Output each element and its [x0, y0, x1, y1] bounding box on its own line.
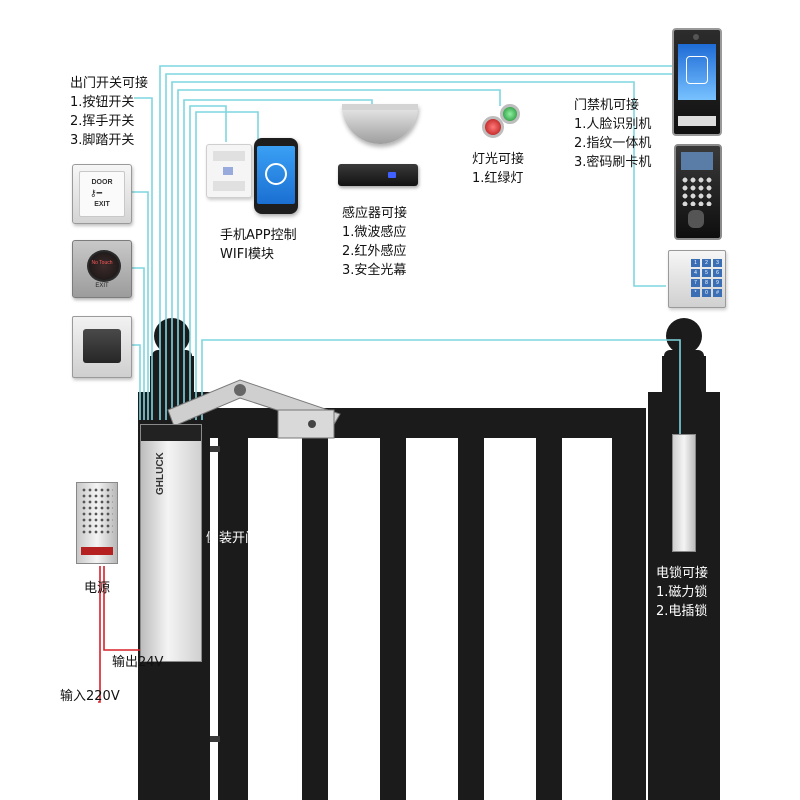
fingerprint-terminal [674, 144, 722, 240]
light-item: 1.红绿灯 [472, 171, 524, 186]
wifi-line: WIFI模块 [220, 247, 274, 262]
gate-right-stile [612, 408, 646, 800]
gate-bar [458, 438, 484, 800]
exit-switch-item: 2.挥手开关 [70, 114, 135, 129]
keypad-key: 0 [702, 289, 711, 297]
light-heading: 灯光可接 [472, 152, 525, 167]
smartphone-app [254, 138, 298, 214]
exit-switch-label: 出门开关可接 1.按钮开关 2.挥手开关 3.脚踏开关 [70, 74, 148, 150]
red-light-icon [482, 116, 504, 138]
wifi-line: 手机APP控制 [220, 228, 297, 243]
wifi-module-label: 手机APP控制 WIFI模块 [220, 226, 297, 264]
keypad-key: * [691, 289, 700, 297]
keypad-key: 9 [713, 279, 722, 287]
power-label: 电源 [84, 581, 111, 596]
keypad-key: 7 [691, 279, 700, 287]
fingerprint-icon [688, 210, 704, 228]
side-mount-gate-opener: GHLUCK [140, 424, 202, 662]
gate-bar [302, 438, 328, 800]
touch-pad-switch [72, 316, 132, 378]
camera-icon [693, 34, 699, 40]
gate-top-rail [210, 408, 646, 438]
keypad-key: 6 [713, 269, 722, 277]
door-exit-button: DOOR ⚷━ EXIT [72, 164, 132, 224]
face-recognition-terminal [672, 28, 722, 136]
sensor-label: 感应器可接 1.微波感应 2.红外感应 3.安全光幕 [342, 204, 407, 280]
sensor-heading: 感应器可接 [342, 206, 408, 221]
lock-item: 1.磁力锁 [656, 585, 708, 600]
keypad-key: 3 [713, 259, 722, 267]
exit-switch-item: 1.按钮开关 [70, 95, 135, 110]
keypad-key: # [713, 289, 722, 297]
app-power-icon [265, 163, 287, 185]
right-post-finial [666, 318, 702, 354]
access-control-label: 门禁机可接 1.人脸识别机 2.指纹一体机 3.密码刷卡机 [574, 96, 651, 172]
power-wires [98, 566, 146, 703]
no-touch-exit-switch: No Touch EXIT [72, 240, 132, 298]
door-label: DOOR [91, 179, 113, 186]
ir-exit-label: EXIT [95, 283, 109, 289]
lock-item: 2.电插锁 [656, 604, 708, 619]
gate-bar [380, 438, 406, 800]
gate-bar [536, 438, 562, 800]
opener-label: 侧装开门机 [206, 531, 272, 546]
key-icon: ⚷━ [90, 189, 103, 199]
exit-switch-heading: 出门开关可接 [70, 76, 149, 91]
infrared-sensor-bar [338, 164, 418, 186]
keypad-key: 4 [691, 269, 700, 277]
access-item: 3.密码刷卡机 [574, 155, 652, 170]
magnetic-lock [672, 434, 696, 552]
exit-switch-item: 3.脚踏开关 [70, 133, 135, 148]
output-voltage-label: 输出24V [112, 655, 164, 670]
lock-heading: 电锁可接 [656, 566, 709, 581]
green-light-icon [500, 104, 520, 124]
gate [138, 318, 720, 800]
access-item: 1.人脸识别机 [574, 117, 652, 132]
keypad-key: 5 [702, 269, 711, 277]
control-wires [130, 65, 681, 436]
sensor-item: 1.微波感应 [342, 225, 407, 240]
light-label: 灯光可接 1.红绿灯 [472, 150, 524, 188]
sensor-item: 2.红外感应 [342, 244, 407, 259]
input-voltage-label: 输入220V [60, 689, 120, 704]
gate-left-stile [218, 408, 248, 800]
keypad-key: 8 [702, 279, 711, 287]
keypad-key: 2 [702, 259, 711, 267]
opener-brand: GHLUCK [155, 452, 166, 495]
wifi-relay-module [206, 144, 252, 198]
access-heading: 门禁机可接 [574, 98, 640, 113]
power-supply-unit [76, 482, 118, 564]
electric-lock-label: 电锁可接 1.磁力锁 2.电插锁 [656, 564, 708, 621]
keypad-key: 1 [691, 259, 700, 267]
access-item: 2.指纹一体机 [574, 136, 652, 151]
no-touch-label: No Touch [91, 260, 113, 266]
sensor-item: 3.安全光幕 [342, 263, 407, 278]
exit-label: EXIT [94, 201, 110, 208]
